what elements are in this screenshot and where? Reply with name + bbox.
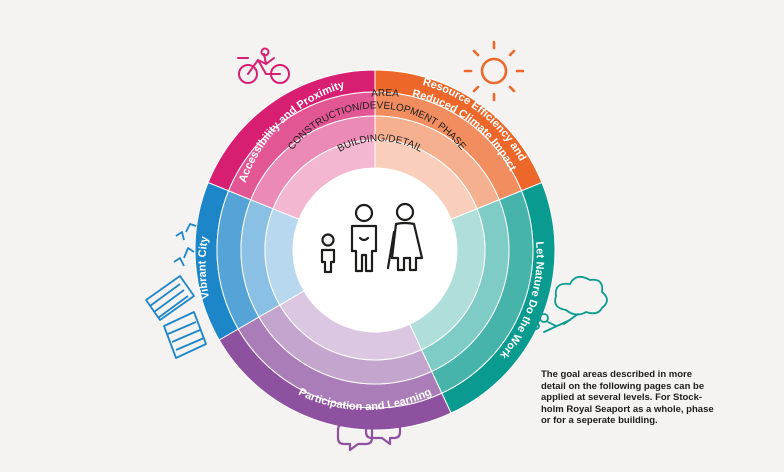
segment-label-vibrant: Vibrant City bbox=[196, 235, 212, 300]
level-label-area: AREA bbox=[371, 88, 400, 100]
caption-text: The goal areas described in more detail … bbox=[541, 369, 756, 427]
sun-icon bbox=[463, 40, 525, 102]
cyclist-icon bbox=[237, 47, 290, 84]
caption-line: detail on the following pages can be bbox=[541, 380, 705, 392]
caption-line: applied at several levels. For Stock- bbox=[541, 392, 703, 404]
tree-icon bbox=[532, 275, 608, 333]
family-icon bbox=[320, 202, 424, 274]
speech-bubbles-icon bbox=[336, 416, 402, 452]
caption-line: or for a seperate building. bbox=[541, 415, 658, 427]
buildings-icon bbox=[145, 223, 207, 359]
caption-line: The goal areas described in more bbox=[541, 369, 692, 380]
caption-line: holm Royal Seaport as a whole, phase bbox=[541, 403, 714, 415]
